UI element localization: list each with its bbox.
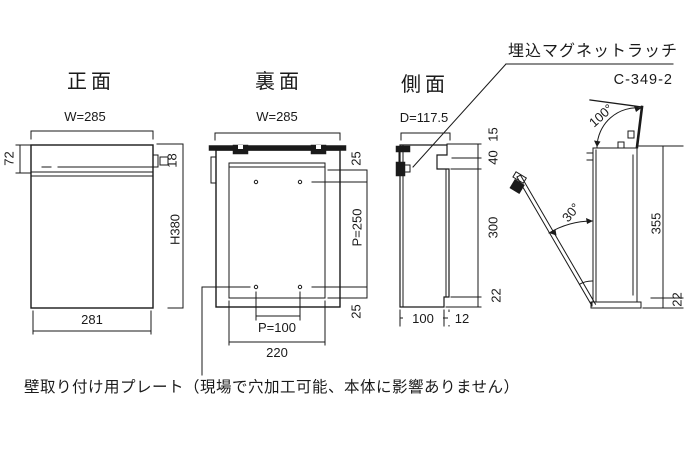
- leader-lines: [201, 63, 674, 376]
- side-dim-plate-thickness: 12: [448, 312, 476, 325]
- side-view-title: 側面: [401, 74, 449, 96]
- latch-callout-label: 埋込マグネットラッチ: [508, 43, 679, 60]
- model-number-label: C-349-2: [613, 72, 673, 88]
- front-dim-height: H380: [167, 213, 183, 246]
- front-dim-flap-height: 72: [1, 151, 17, 166]
- side-dim-body: 300: [485, 216, 501, 239]
- back-dim-top-offset: 25: [348, 151, 364, 166]
- front-view-title: 正面: [67, 71, 115, 93]
- back-view-title: 裏面: [255, 71, 303, 93]
- back-dim-hole-pitch-vertical: P=250: [349, 208, 365, 247]
- back-dim-bottom-offset: 25: [348, 304, 364, 319]
- open-view-drawing: [509, 99, 684, 309]
- front-dim-bottom-width: 281: [81, 312, 103, 327]
- side-dim-upper: 40: [485, 150, 501, 165]
- back-dim-plate-width: 220: [266, 345, 288, 360]
- back-dim-width: W=285: [256, 109, 298, 124]
- front-dim-latch: 18: [164, 153, 180, 168]
- front-view-drawing: [15, 130, 184, 335]
- side-dim-bottom: 22: [488, 288, 504, 303]
- wall-plate-note: 壁取り付け用プレート（現場で穴加工可能、本体に影響ありません）: [24, 379, 520, 396]
- back-view-drawing: [208, 132, 368, 346]
- open-dim-opening-height: 355: [648, 212, 664, 235]
- front-dim-width: W=285: [64, 109, 106, 124]
- side-view-drawing: [395, 132, 482, 327]
- back-dim-hole-pitch-horizontal: P=100: [258, 320, 296, 335]
- open-dim-bottom: 22: [669, 292, 685, 307]
- side-dim-base-depth: 100: [403, 312, 443, 325]
- side-dim-depth: D=117.5: [399, 110, 449, 125]
